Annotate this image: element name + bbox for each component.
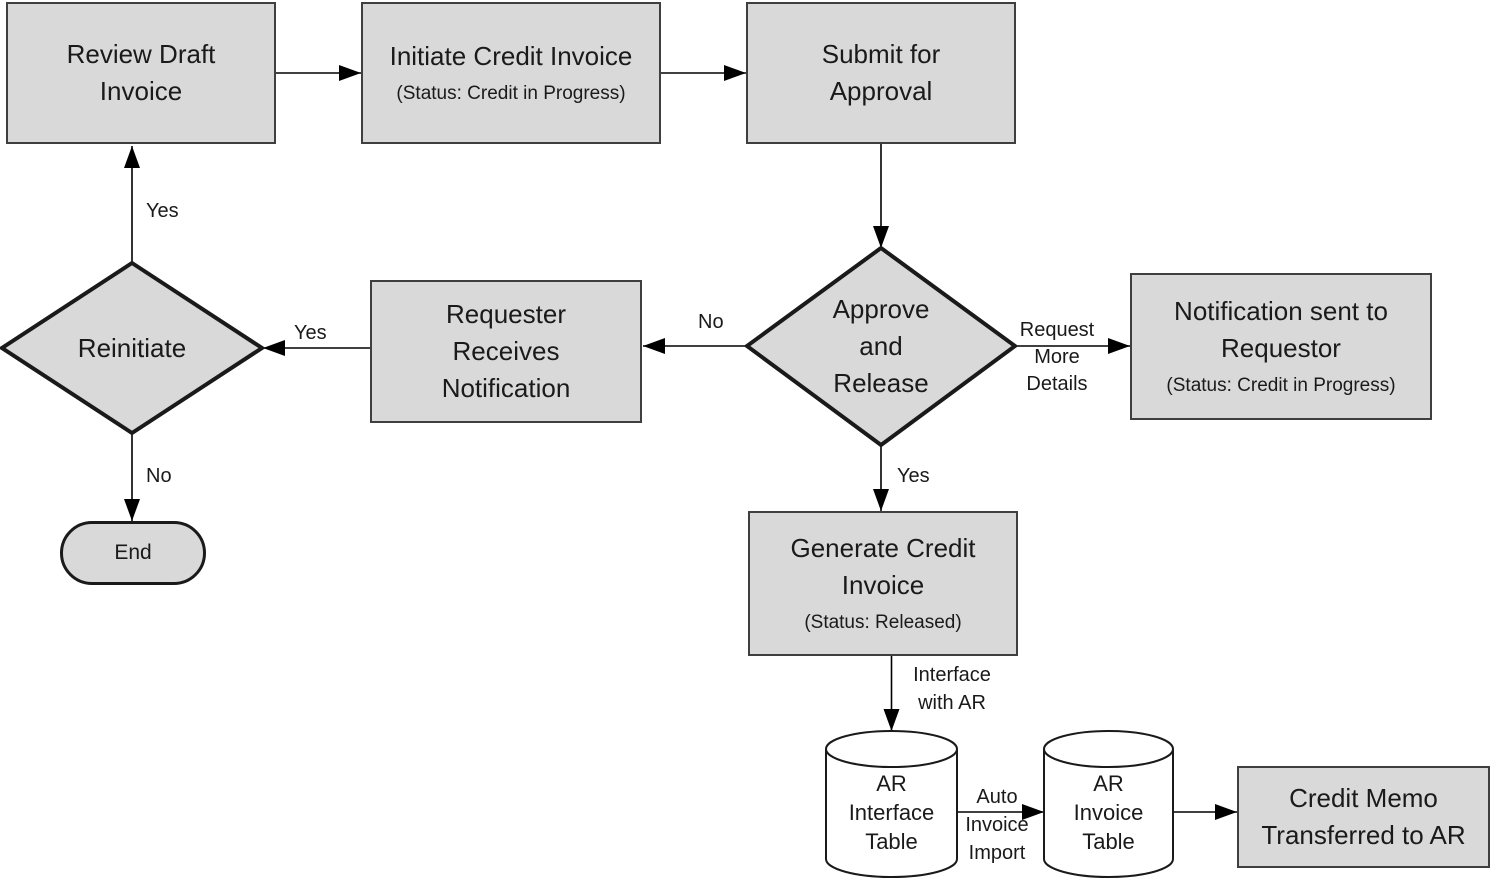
node-requester-receives-notification: Requester Receives Notification bbox=[370, 280, 642, 423]
cylinder-ar-interface-label: AR Interface Table bbox=[848, 770, 935, 854]
node-initiate-title: Initiate Credit Invoice bbox=[389, 41, 633, 71]
node-credit-memo-label: Credit Memo Transferred to AR bbox=[1261, 783, 1466, 850]
cylinder-ar-invoice-table bbox=[1043, 730, 1174, 878]
node-generate-title: Generate Credit Invoice bbox=[790, 533, 976, 600]
cylinder-ar-interface-table bbox=[825, 730, 958, 878]
node-submit-label: Submit for Approval bbox=[821, 39, 941, 106]
diamond-reinitiate-label: Reinitiate bbox=[77, 332, 187, 363]
edge-label-no-reinitiate-to-end: No bbox=[146, 465, 172, 487]
edge-label-interface-with-ar: Interface with AR bbox=[913, 664, 991, 714]
node-initiate-credit-invoice: Initiate Credit Invoice (Status: Credit … bbox=[361, 2, 661, 144]
node-credit-memo-transferred: Credit Memo Transferred to AR bbox=[1237, 766, 1490, 868]
edge-label-no-approve-to-requester: No bbox=[698, 311, 724, 333]
terminator-end-label: End bbox=[114, 541, 152, 564]
edge-label-yes-reinitiate-to-review: Yes bbox=[146, 200, 179, 222]
cylinder-ar-invoice-label: AR Invoice Table bbox=[1073, 770, 1144, 854]
edge-label-auto-invoice-import: Auto Invoice Import bbox=[965, 786, 1029, 864]
node-review-draft-invoice: Review Draft Invoice bbox=[6, 2, 276, 144]
node-notification-sent-to-requestor: Notification sent to Requestor (Status: … bbox=[1130, 273, 1432, 420]
diamond-reinitiate bbox=[0, 260, 266, 436]
node-submit-for-approval: Submit for Approval bbox=[746, 2, 1016, 144]
node-notification-status: (Status: Credit in Progress) bbox=[1166, 375, 1396, 396]
node-generate-credit-invoice: Generate Credit Invoice (Status: Release… bbox=[748, 511, 1018, 656]
diamond-approve-label: Approve and Release bbox=[832, 293, 930, 398]
node-notification-title: Notification sent to Requestor bbox=[1174, 296, 1388, 363]
node-requester-label: Requester Receives Notification bbox=[441, 299, 571, 403]
node-generate-status: (Status: Released) bbox=[804, 612, 962, 633]
edge-label-request-more-details: Request More Details bbox=[1019, 319, 1095, 395]
terminator-end: End bbox=[60, 521, 206, 585]
node-review-label: Review Draft Invoice bbox=[66, 39, 216, 106]
edge-label-yes-approve-to-generate: Yes bbox=[897, 465, 930, 487]
diamond-approve-and-release bbox=[743, 245, 1019, 448]
edge-label-yes-requester-to-reinitiate: Yes bbox=[294, 322, 327, 344]
node-initiate-status: (Status: Credit in Progress) bbox=[396, 83, 626, 104]
